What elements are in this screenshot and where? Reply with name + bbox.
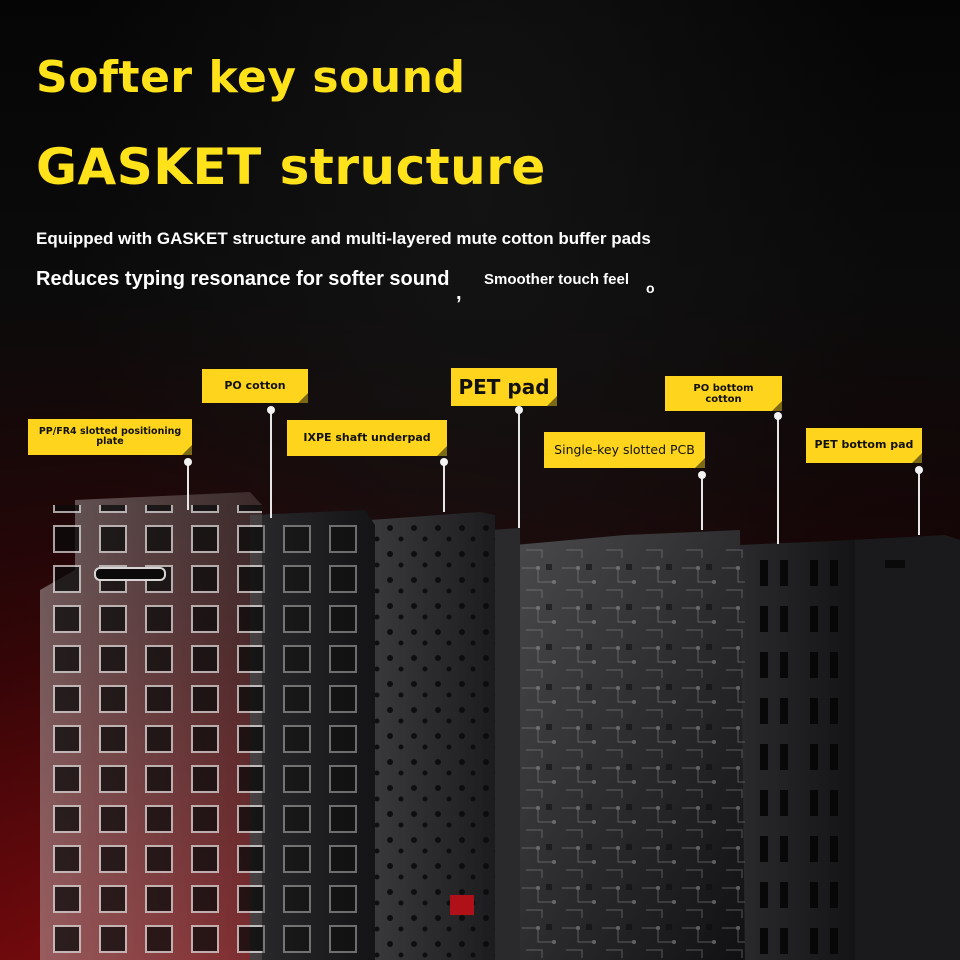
label-pcb: Single-key slotted PCB [544,432,705,468]
label-pet-bottom: PET bottom pad [806,428,922,463]
label-po-bottom-text: PO bottom cotton [693,382,754,405]
label-pet-pad-text: PET pad [458,375,550,399]
label-plate-text: PP/FR4 slotted positioning plate [38,425,182,447]
headline-softer-key-sound: Softer key sound [36,52,466,103]
label-po-bottom: PO bottom cotton [665,376,782,411]
leader-pcb [698,471,706,530]
leader-plate [184,458,192,510]
label-plate: PP/FR4 slotted positioning plate [28,419,192,455]
headline-gasket-structure: GASKET structure [36,138,546,196]
leader-pet-bottom [915,466,923,535]
comma-glyph: , [456,282,462,304]
circle-glyph: o [646,280,655,296]
label-po-cotton-text: PO cotton [224,378,286,392]
description-line-2: Reduces typing resonance for softer soun… [36,268,450,290]
description-line-1: Equipped with GASKET structure and multi… [36,229,651,248]
label-pet-pad: PET pad [451,368,557,406]
leader-po-bottom [774,412,782,544]
label-pet-bottom-text: PET bottom pad [814,438,914,452]
leader-po-cotton [267,406,275,518]
label-ixpe: IXPE shaft underpad [287,420,447,456]
leader-pet-pad [515,406,523,528]
description-line-3: Smoother touch feel [484,271,630,288]
leader-ixpe [440,458,448,512]
label-po-cotton: PO cotton [202,369,308,403]
label-ixpe-text: IXPE shaft underpad [303,430,431,444]
label-pcb-text: Single-key slotted PCB [554,442,695,458]
